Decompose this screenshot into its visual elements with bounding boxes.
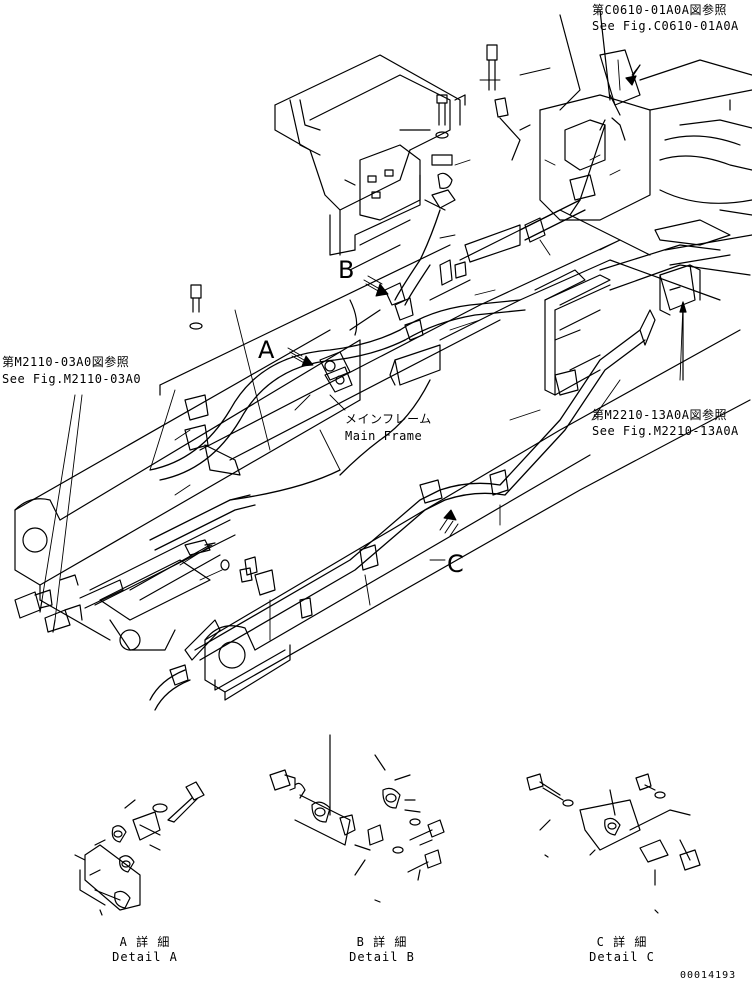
support-block	[350, 225, 520, 385]
view-letter-a: A	[258, 336, 275, 364]
detail-b-drawing	[270, 735, 444, 902]
cab-support-bracket	[275, 55, 465, 255]
detail-c-jp: C 詳 細	[596, 935, 648, 949]
view-arrow-c	[440, 510, 458, 536]
ref-left-jp: 第M2110-03A0図参照	[2, 355, 130, 369]
detail-a-title: A 詳 細 Detail A	[85, 935, 205, 965]
main-frame-label-en: Main Frame	[345, 429, 423, 443]
detail-a-drawing	[75, 782, 204, 915]
view-arrow-b	[364, 276, 388, 296]
upper-frame	[160, 210, 750, 460]
right-bracket-box	[600, 120, 700, 345]
detail-b-en: Detail B	[349, 950, 415, 964]
bolt-stack-top	[400, 95, 455, 210]
ref-left-en: See Fig.M2110-03A0	[2, 372, 142, 386]
view-letter-c: C	[447, 550, 464, 578]
view-arrow-a	[288, 348, 313, 366]
main-frame-right-rail	[205, 330, 750, 700]
hose-clamps	[185, 175, 595, 618]
detail-b-title: B 詳 細 Detail B	[322, 935, 442, 965]
detail-b-jp: B 詳 細	[356, 935, 408, 949]
rear-cross-member	[90, 520, 235, 650]
detail-c-title: C 詳 細 Detail C	[562, 935, 682, 965]
detail-a-en: Detail A	[112, 950, 178, 964]
view-letter-b: B	[338, 256, 355, 284]
detail-c-en: Detail C	[589, 950, 655, 964]
ref-right-en: See Fig.M2210-13A0A	[592, 424, 739, 438]
detail-c-drawing	[527, 774, 700, 913]
main-frame-left-rail	[15, 330, 360, 640]
ref-right-jp: 第M2210-13A0A図参照	[592, 408, 727, 422]
left-bolt-set	[185, 285, 252, 582]
ref-top-right-jp: 第C0610-01A0A図参照	[592, 3, 727, 17]
main-frame-label-jp: メインフレーム	[345, 412, 432, 426]
transmission-housing	[540, 10, 752, 265]
top-shaft-bolt	[487, 45, 640, 215]
reference-arrows	[40, 65, 686, 632]
ref-top-right-en: See Fig.C0610-01A0A	[592, 19, 739, 33]
leader-lines	[42, 60, 683, 640]
hydraulic-hose-main	[150, 200, 645, 710]
detail-a-jp: A 詳 細	[119, 935, 171, 949]
vertical-support-post	[535, 270, 610, 395]
drawing-number: 00014193	[680, 970, 737, 981]
